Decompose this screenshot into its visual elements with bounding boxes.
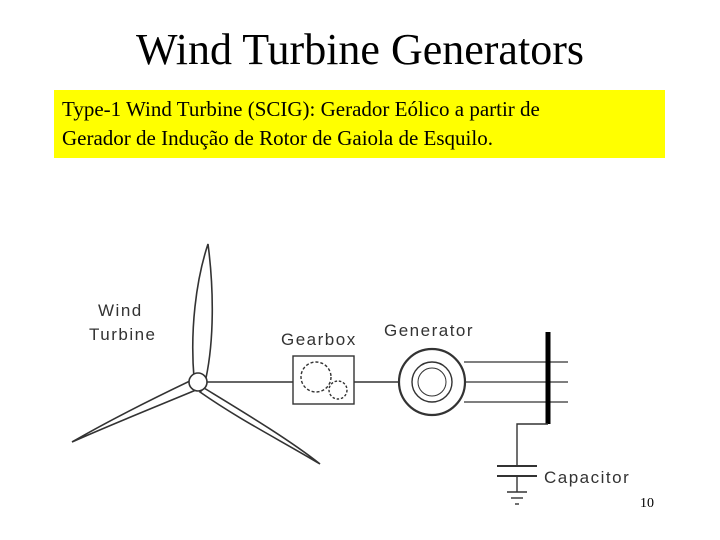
turbine-icon — [71, 243, 321, 465]
turbine-hub — [188, 372, 208, 392]
gearbox-label: Gearbox — [281, 330, 357, 349]
gearbox-icon — [292, 355, 355, 405]
page-number: 10 — [640, 496, 654, 511]
turbine-label-line-2: Turbine — [89, 325, 157, 344]
turbine-label-line-1: Wind — [98, 301, 143, 320]
generator-rotor-inner — [417, 367, 447, 397]
three-phase-lines — [464, 361, 568, 403]
generator-icon — [397, 347, 467, 417]
capacitor-label: Capacitor — [544, 468, 630, 487]
subtitle-box: Type-1 Wind Turbine (SCIG): Gerador Eóli… — [54, 90, 665, 158]
ground-icon — [507, 491, 527, 505]
capacitor-wire — [516, 423, 548, 466]
gear-large — [300, 361, 332, 393]
subtitle-line-1: Type-1 Wind Turbine (SCIG): Gerador Eóli… — [62, 97, 540, 121]
gear-small — [328, 380, 348, 400]
generator-label: Generator — [384, 321, 474, 340]
turbine-blade-left — [71, 378, 198, 443]
subtitle-line-2: Gerador de Indução de Rotor de Gaiola de… — [62, 126, 493, 150]
capacitor-icon — [497, 423, 548, 492]
slide-title: Wind Turbine Generators — [136, 25, 584, 74]
turbine-blade-up — [192, 243, 214, 379]
turbine-blade-right — [198, 386, 321, 465]
